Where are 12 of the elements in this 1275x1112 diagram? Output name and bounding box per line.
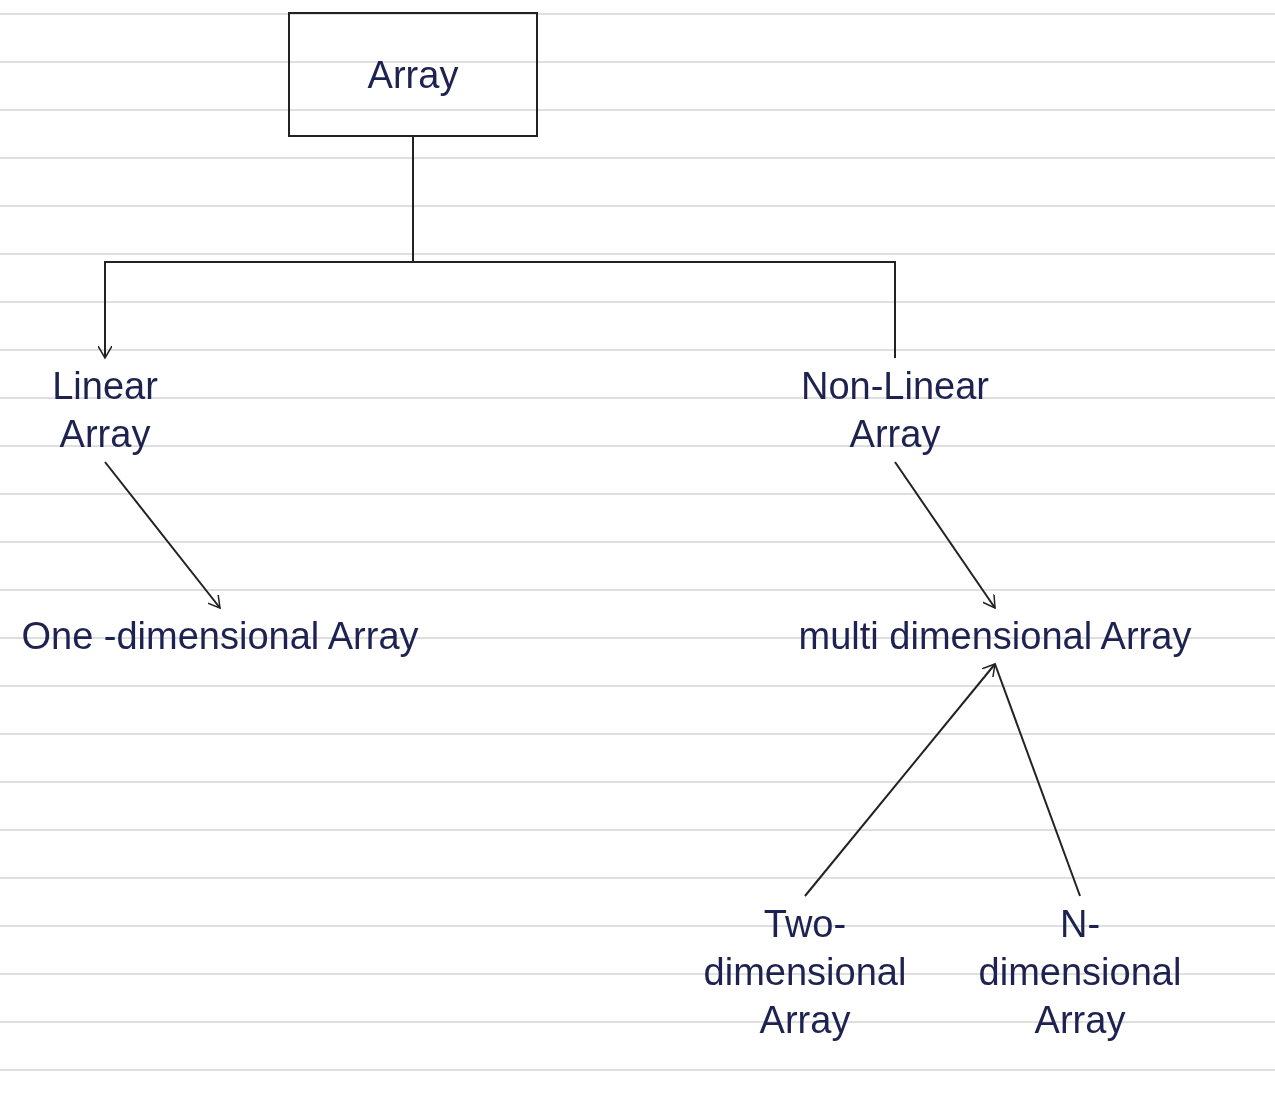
connector-line (894, 461, 996, 609)
category-label: Non-Linear Array (790, 362, 1000, 458)
category-label: Two- dimensional Array (680, 900, 930, 1044)
connector-line (412, 136, 896, 359)
category-label: multi dimensional Array (760, 612, 1230, 660)
category-label: N- dimensional Array (960, 900, 1200, 1044)
connector-line (994, 663, 1081, 897)
category-label: One -dimensional Array (10, 612, 430, 660)
connector-line (104, 461, 221, 609)
category-label: Linear Array (10, 362, 200, 458)
root-box: Array (288, 12, 538, 137)
connector-line (804, 663, 996, 897)
